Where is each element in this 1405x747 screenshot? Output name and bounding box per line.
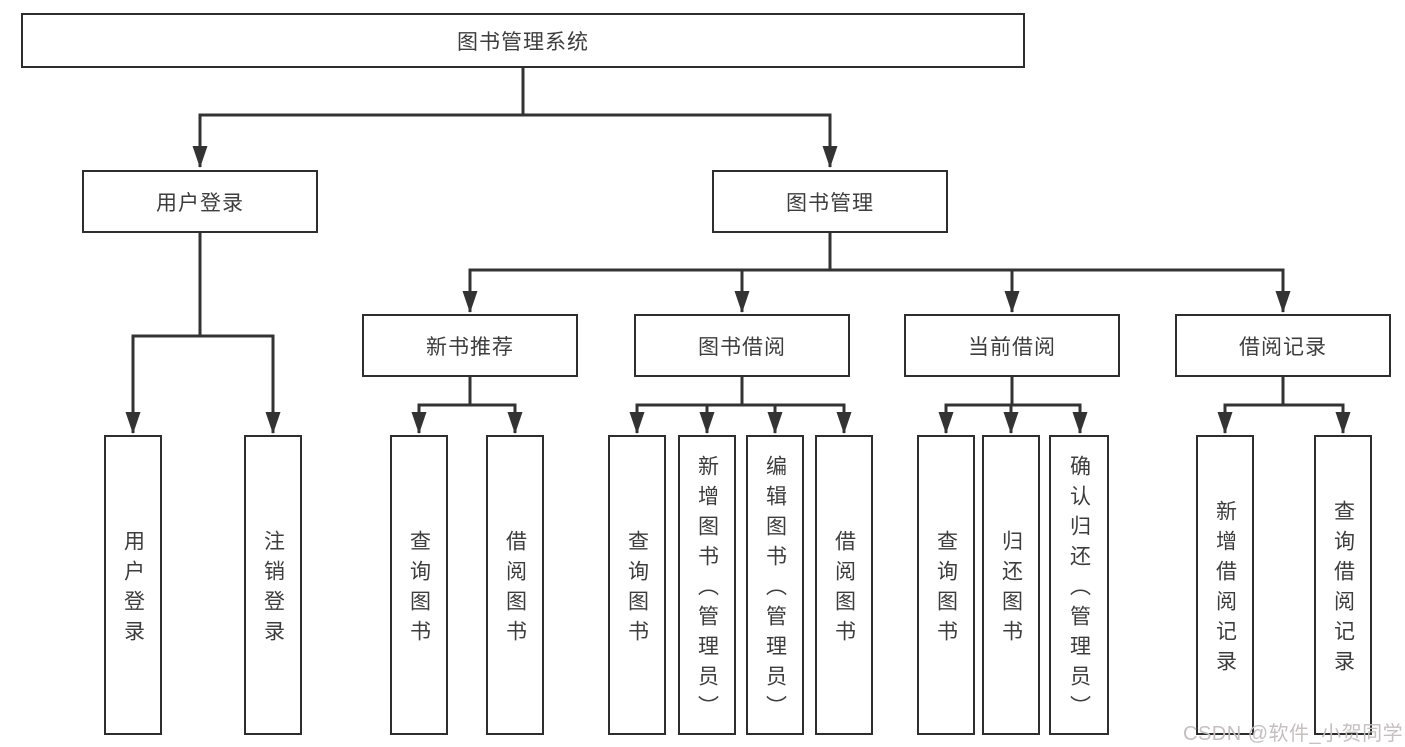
- node-leaf-borrow-books-1: 借阅图书: [486, 435, 544, 735]
- node-leaf-add-borrow-record: 新增借阅记录: [1196, 435, 1254, 735]
- node-leaf-query-books-2-label: 查询图书: [625, 529, 649, 650]
- node-leaf-query-books-2: 查询图书: [608, 435, 666, 735]
- node-new-book-recommend: 新书推荐: [362, 314, 578, 377]
- node-user-login-label: 用户登录: [156, 191, 244, 215]
- node-leaf-borrow-books-2: 借阅图书: [815, 435, 873, 735]
- node-leaf-borrow-books-1-label: 借阅图书: [503, 529, 527, 650]
- node-book-borrow: 图书借阅: [634, 314, 850, 377]
- node-borrow-records: 借阅记录: [1175, 314, 1391, 377]
- node-leaf-query-borrow-record-label: 查询借阅记录: [1331, 499, 1355, 680]
- connector-current-borrow: [938, 377, 1088, 434]
- node-leaf-add-book-admin: 新增图书（管理员）: [678, 435, 736, 735]
- node-leaf-add-borrow-record-label: 新增借阅记录: [1213, 499, 1237, 680]
- node-book-management-label: 图书管理: [786, 191, 874, 215]
- node-current-borrow: 当前借阅: [904, 314, 1120, 377]
- node-leaf-logout: 注销登录: [244, 435, 302, 735]
- node-leaf-query-books-1-label: 查询图书: [407, 529, 431, 650]
- node-leaf-confirm-return-admin-label: 确认归还（管理员）: [1067, 454, 1091, 725]
- node-leaf-query-books-3-label: 查询图书: [934, 529, 958, 650]
- node-root: 图书管理系统: [21, 13, 1025, 68]
- node-new-book-recommend-label: 新书推荐: [426, 335, 514, 359]
- node-leaf-query-books-1: 查询图书: [390, 435, 448, 735]
- node-leaf-edit-book-admin-label: 编辑图书（管理员）: [763, 454, 787, 725]
- node-leaf-edit-book-admin: 编辑图书（管理员）: [746, 435, 804, 735]
- node-borrow-records-label: 借阅记录: [1239, 335, 1327, 359]
- watermark: CSDN @软件_小贺同学: [1183, 723, 1404, 745]
- node-leaf-query-books-3: 查询图书: [917, 435, 975, 735]
- node-user-login: 用户登录: [82, 170, 318, 233]
- node-book-borrow-label: 图书借阅: [698, 335, 786, 359]
- connector-root: [192, 68, 838, 168]
- node-leaf-add-book-admin-label: 新增图书（管理员）: [695, 454, 719, 725]
- connector-user-login: [125, 233, 281, 434]
- node-root-label: 图书管理系统: [457, 30, 589, 54]
- node-leaf-borrow-books-2-label: 借阅图书: [832, 529, 856, 650]
- connector-book-borrow: [629, 377, 852, 434]
- node-leaf-user-login: 用户登录: [104, 435, 162, 735]
- connector-borrow-records: [1217, 377, 1351, 434]
- node-leaf-return-book: 归还图书: [982, 435, 1040, 735]
- node-current-borrow-label: 当前借阅: [968, 335, 1056, 359]
- node-leaf-return-book-label: 归还图书: [999, 529, 1023, 650]
- node-book-management: 图书管理: [712, 170, 948, 233]
- node-leaf-logout-label: 注销登录: [261, 529, 285, 650]
- node-leaf-confirm-return-admin: 确认归还（管理员）: [1049, 435, 1109, 735]
- connector-book-management: [462, 233, 1291, 313]
- connector-new-book-recommend: [411, 377, 523, 434]
- node-leaf-user-login-label: 用户登录: [121, 529, 145, 650]
- node-leaf-query-borrow-record: 查询借阅记录: [1314, 435, 1372, 735]
